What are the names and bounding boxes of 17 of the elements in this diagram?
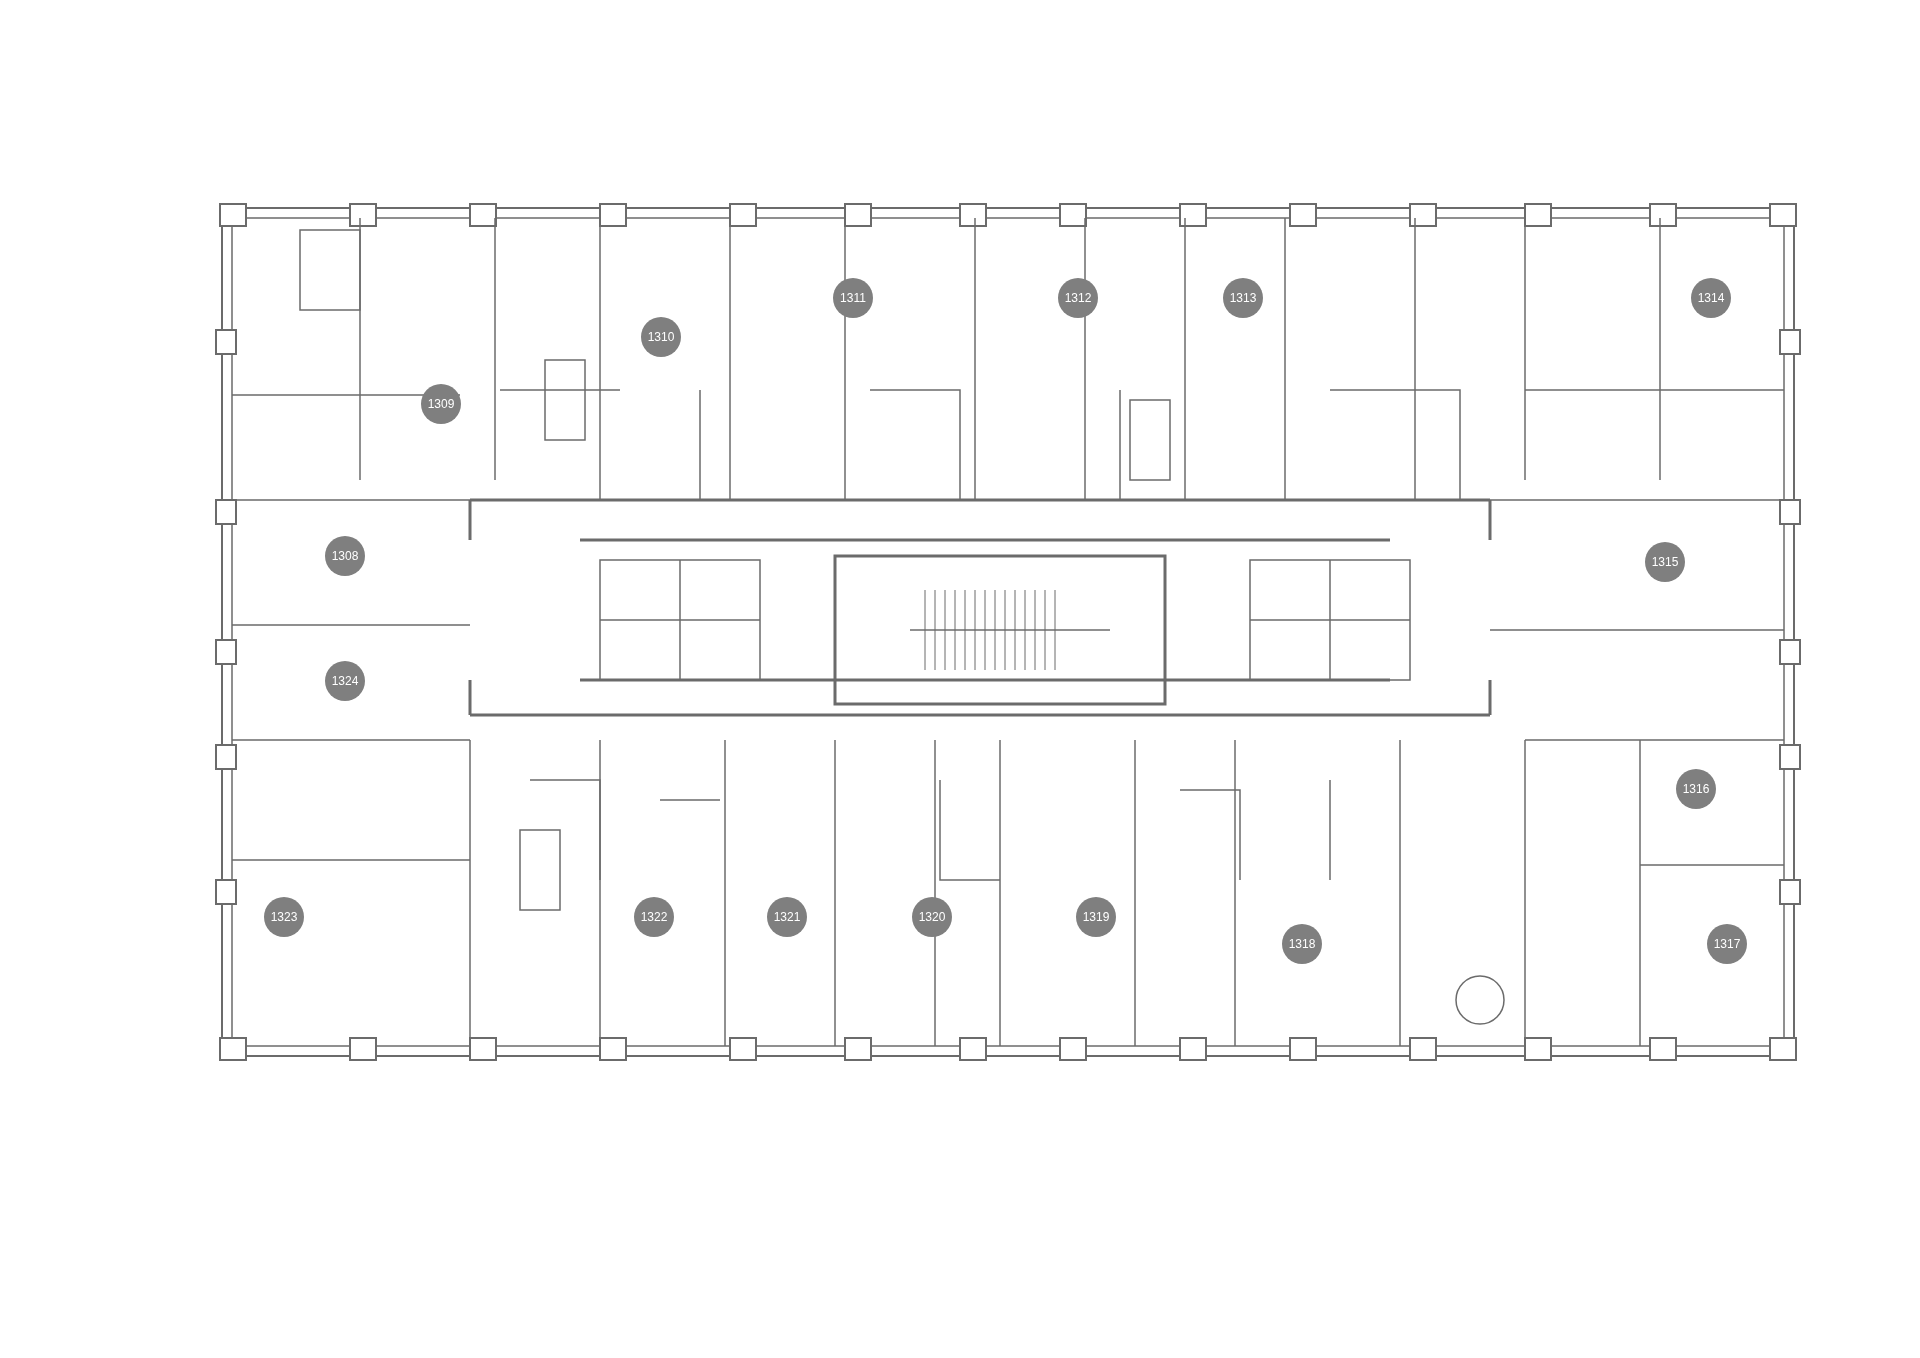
- callout-number: 1312: [1058, 278, 1098, 318]
- callout-number: 1321: [767, 897, 807, 937]
- callout-number: 1308: [325, 536, 365, 576]
- callout-number: 1316: [1676, 769, 1716, 809]
- callout-number: 1309: [421, 384, 461, 424]
- callout-number: 1313: [1223, 278, 1263, 318]
- callout-number: 1314: [1691, 278, 1731, 318]
- callout-number: 1323: [264, 897, 304, 937]
- callout-number: 1322: [634, 897, 674, 937]
- callout-number: 1311: [833, 278, 873, 318]
- callout-number: 1318: [1282, 924, 1322, 964]
- callout-number: 1315: [1645, 542, 1685, 582]
- callout-number: 1310: [641, 317, 681, 357]
- callout-number: 1319: [1076, 897, 1116, 937]
- callout-number: 1320: [912, 897, 952, 937]
- callout-number: 1317: [1707, 924, 1747, 964]
- callout-number: 1324: [325, 661, 365, 701]
